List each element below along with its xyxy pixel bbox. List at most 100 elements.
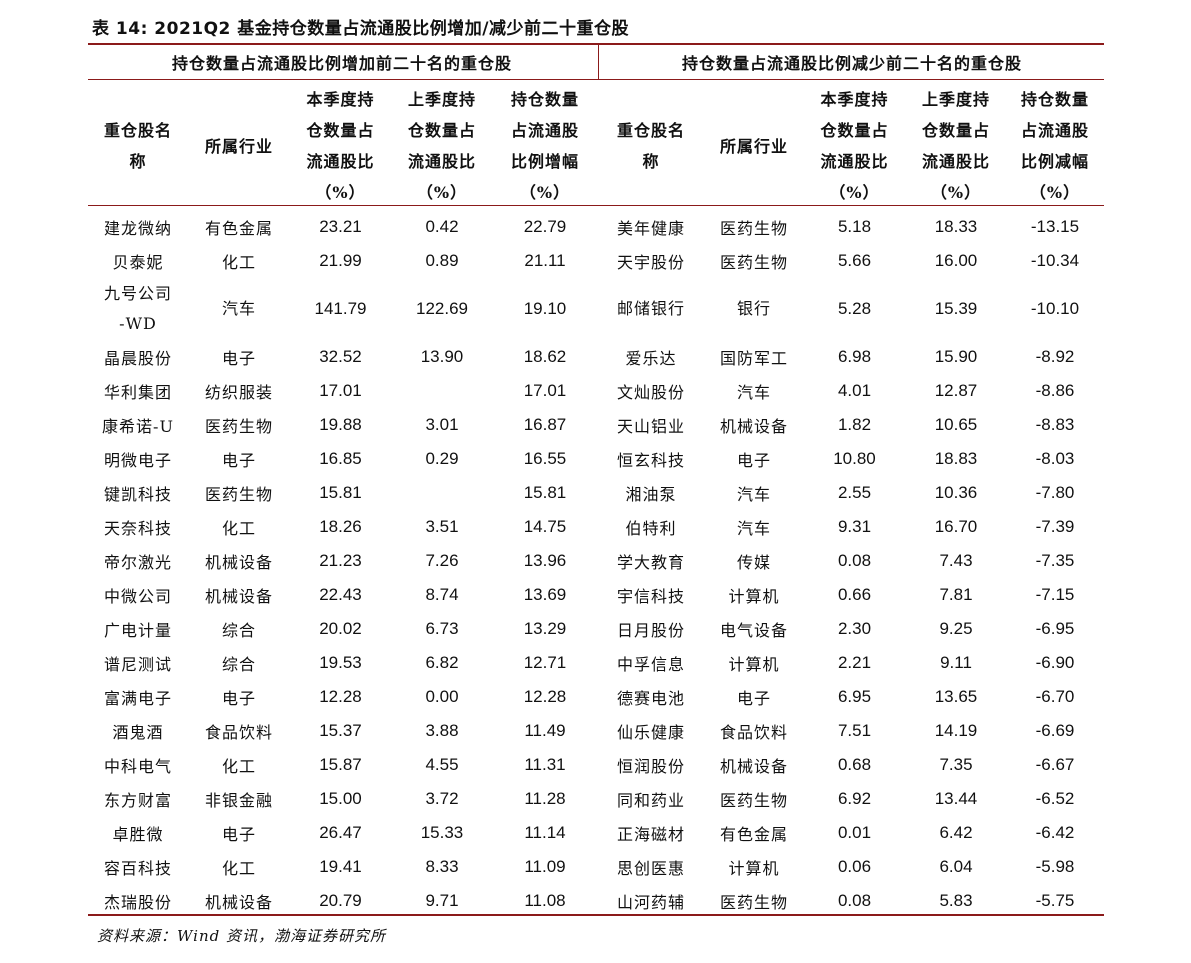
table-cell: -8.86 xyxy=(1035,381,1075,400)
column-header-right-3: 上季度持仓数量占流通股比（%） xyxy=(921,90,990,202)
table-cell: 中科电气 xyxy=(103,757,172,776)
table-cell: 食品饮料 xyxy=(204,723,273,742)
table-cell: 化工 xyxy=(221,519,256,538)
table-cell: -13.15 xyxy=(1030,217,1080,236)
column-header-right-2: 本季度持仓数量占流通股比（%） xyxy=(820,90,889,202)
source-note: 资料来源：Wind 资讯，渤海证券研究所 xyxy=(97,927,386,945)
table-cell: 文灿股份 xyxy=(616,383,685,402)
table-cell: 2.55 xyxy=(837,483,872,502)
table-cell: -8.03 xyxy=(1035,449,1075,468)
table-cell: 6.42 xyxy=(939,823,973,842)
table-cell: 机械设备 xyxy=(204,553,273,572)
table-cell: -8.92 xyxy=(1035,347,1075,366)
table-cell: 计算机 xyxy=(728,655,780,674)
table-cell: 计算机 xyxy=(728,859,780,878)
table-cell: 富满电子 xyxy=(103,689,172,708)
table-cell: 11.14 xyxy=(524,823,566,842)
table-cell: 汽车 xyxy=(221,299,256,318)
table-cell: 汽车 xyxy=(736,519,771,538)
table-cell: 电子 xyxy=(221,689,256,708)
table-cell: 晶晨股份 xyxy=(103,349,172,368)
group-divider xyxy=(598,44,599,80)
table-cell: 13.96 xyxy=(523,551,567,570)
table-cell: -7.15 xyxy=(1035,585,1075,604)
table-cell: -7.35 xyxy=(1035,551,1075,570)
table-cell: 14.19 xyxy=(934,721,978,740)
table-cell: 0.29 xyxy=(425,449,459,468)
table-cell: 卓胜微 xyxy=(112,825,164,844)
table-cell xyxy=(391,476,493,510)
table-cell: 15.81 xyxy=(319,483,362,502)
table-cell: 综合 xyxy=(221,621,256,640)
table-cell: 8.74 xyxy=(425,585,459,604)
table-cell: 12.87 xyxy=(934,381,978,400)
table-cell: -6.42 xyxy=(1035,823,1075,842)
table-cell: 7.51 xyxy=(837,721,872,740)
table-cell: 中孚信息 xyxy=(616,655,685,674)
table-cell: 日月股份 xyxy=(616,621,685,640)
table-cell: 19.41 xyxy=(319,857,362,876)
table-cell: 21.11 xyxy=(524,251,566,270)
table-cell: 食品饮料 xyxy=(719,723,788,742)
column-header-right-0: 重仓股名称 xyxy=(616,121,685,171)
table-cell: 非银金融 xyxy=(204,791,273,810)
table-cell: 汽车 xyxy=(736,383,771,402)
table-cell: 电子 xyxy=(221,451,256,470)
table-cell: 9.31 xyxy=(837,517,872,536)
table-cell: 22.79 xyxy=(523,217,567,236)
table-cell: 0.66 xyxy=(837,585,872,604)
column-header-left-4: 持仓数量占流通股比例增幅（%） xyxy=(510,90,579,202)
table-cell: 23.21 xyxy=(319,217,362,236)
table-cell: 正海磁材 xyxy=(616,825,685,844)
table-cell: 16.87 xyxy=(523,415,567,434)
table-cell: 机械设备 xyxy=(204,893,273,912)
table-cell: 10.65 xyxy=(934,415,978,434)
table-cell: 医药生物 xyxy=(719,893,788,912)
table-cell: 16.55 xyxy=(523,449,567,468)
table-cell: 16.70 xyxy=(934,517,978,536)
table-cell: 7.35 xyxy=(939,755,973,774)
table-cell: 0.06 xyxy=(837,857,872,876)
table-cell: 19.10 xyxy=(523,299,567,318)
header-rule xyxy=(88,205,1104,206)
table-cell: 18.83 xyxy=(934,449,978,468)
table-cell: 18.62 xyxy=(523,347,567,366)
table-cell: 15.37 xyxy=(319,721,362,740)
table-cell: 汽车 xyxy=(736,485,771,504)
table-cell: 17.01 xyxy=(523,381,567,400)
table-cell: -10.10 xyxy=(1030,299,1080,318)
table-cell: 12.28 xyxy=(319,687,362,706)
table-cell: 纺织服装 xyxy=(204,383,273,402)
table-cell: 有色金属 xyxy=(204,219,273,238)
table-cell: 21.99 xyxy=(319,251,362,270)
table-cell: -6.95 xyxy=(1035,619,1075,638)
table-cell: 3.01 xyxy=(425,415,459,434)
table-cell: 仙乐健康 xyxy=(616,723,685,742)
group-rule xyxy=(88,79,1104,80)
table-cell: 4.55 xyxy=(425,755,459,774)
holdings-table: 重仓股名称所属行业本季度持仓数量占流通股比（%）上季度持仓数量占流通股比（%）持… xyxy=(88,84,1104,918)
table-cell: 18.33 xyxy=(934,217,978,236)
table-cell: 德赛电池 xyxy=(616,689,685,708)
table-cell: 141.79 xyxy=(314,299,367,318)
table-cell: 杰瑞股份 xyxy=(103,893,172,912)
table-cell: 天山铝业 xyxy=(616,417,685,436)
table-cell: 天宇股份 xyxy=(616,253,685,272)
table-cell: 18.26 xyxy=(319,517,362,536)
table-cell: 6.95 xyxy=(837,687,872,706)
table-cell: 医药生物 xyxy=(719,791,788,810)
table-cell: 帝尔激光 xyxy=(103,553,172,572)
table-cell: 7.43 xyxy=(939,551,973,570)
table-cell: 13.29 xyxy=(523,619,567,638)
